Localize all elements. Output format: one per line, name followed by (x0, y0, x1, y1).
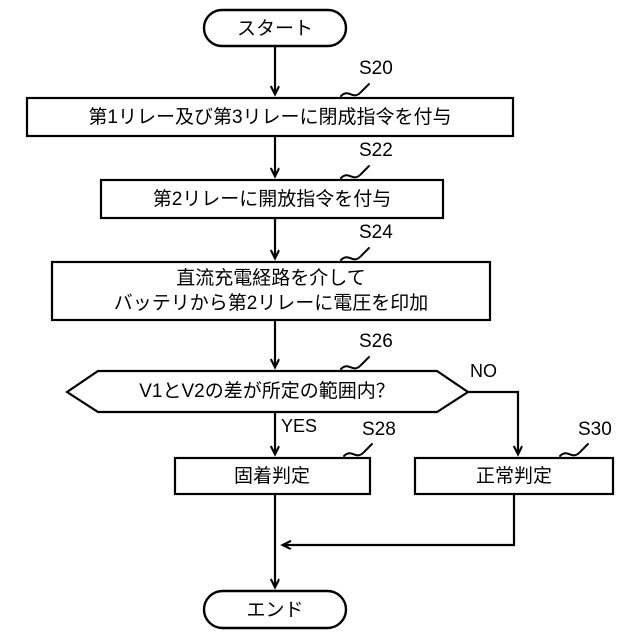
step-label-s26-group: S26 (340, 331, 393, 370)
step-label-s24-group: S24 (340, 222, 393, 261)
s24-leader-line (340, 247, 370, 261)
s20-step-label: S20 (359, 58, 393, 79)
step-label-s22-group: S22 (340, 140, 393, 179)
s22-label: 第2リレーに開放指令を付与 (153, 188, 392, 210)
step-label-s20-group: S20 (340, 58, 393, 97)
s26-label: V1とV2の差が所定の範囲内？ (139, 380, 394, 402)
end-label: エンド (246, 600, 303, 621)
s30-step-label: S30 (578, 419, 612, 440)
node-start: スタート (202, 8, 348, 48)
s20-leader-line (340, 83, 370, 97)
branch-label-yes: YES (281, 416, 317, 436)
connector-s30-merge (283, 494, 516, 545)
connector-s26-no-to-s30 (468, 390, 518, 454)
s20-label: 第1リレー及び第3リレーに閉成指令を付与 (88, 106, 451, 128)
s30-leader-line (559, 443, 589, 457)
node-s22: 第2リレーに開放指令を付与 (99, 178, 445, 220)
s28-leader-line (343, 443, 373, 457)
s28-step-label: S28 (362, 419, 396, 440)
end-shape (202, 589, 348, 630)
node-s26: V1とV2の差が所定の範囲内？ (65, 369, 470, 414)
s26-step-label: S26 (359, 331, 393, 352)
s22-step-label: S22 (359, 140, 393, 161)
node-s20: 第1リレー及び第3リレーに閉成指令を付与 (25, 96, 515, 138)
node-s28: 固着判定 (173, 456, 372, 496)
start-label: スタート (237, 18, 313, 40)
s20-shape (25, 96, 515, 138)
node-s30: 正常判定 (413, 456, 615, 496)
s30-label: 正常判定 (476, 465, 552, 487)
step-label-s30-group: S30 (559, 419, 612, 457)
node-end: エンド (202, 589, 348, 630)
s24-label-line2: バッテリから第2リレーに電圧を印加 (114, 292, 429, 314)
branch-label-no: NO (470, 361, 497, 381)
s26-leader-line (340, 356, 370, 370)
s22-shape (99, 178, 445, 220)
s22-leader-line (340, 165, 370, 179)
s24-shape (50, 260, 492, 322)
s30-shape (413, 456, 615, 496)
s24-label-line1: 直流充電経路を介して (176, 267, 365, 289)
s28-shape (173, 456, 372, 496)
node-s24: 直流充電経路を介して バッテリから第2リレーに電圧を印加 (50, 260, 492, 322)
step-label-s28-group: S28 (343, 419, 396, 457)
s24-step-label: S24 (359, 222, 393, 243)
s28-label: 固着判定 (234, 465, 310, 487)
